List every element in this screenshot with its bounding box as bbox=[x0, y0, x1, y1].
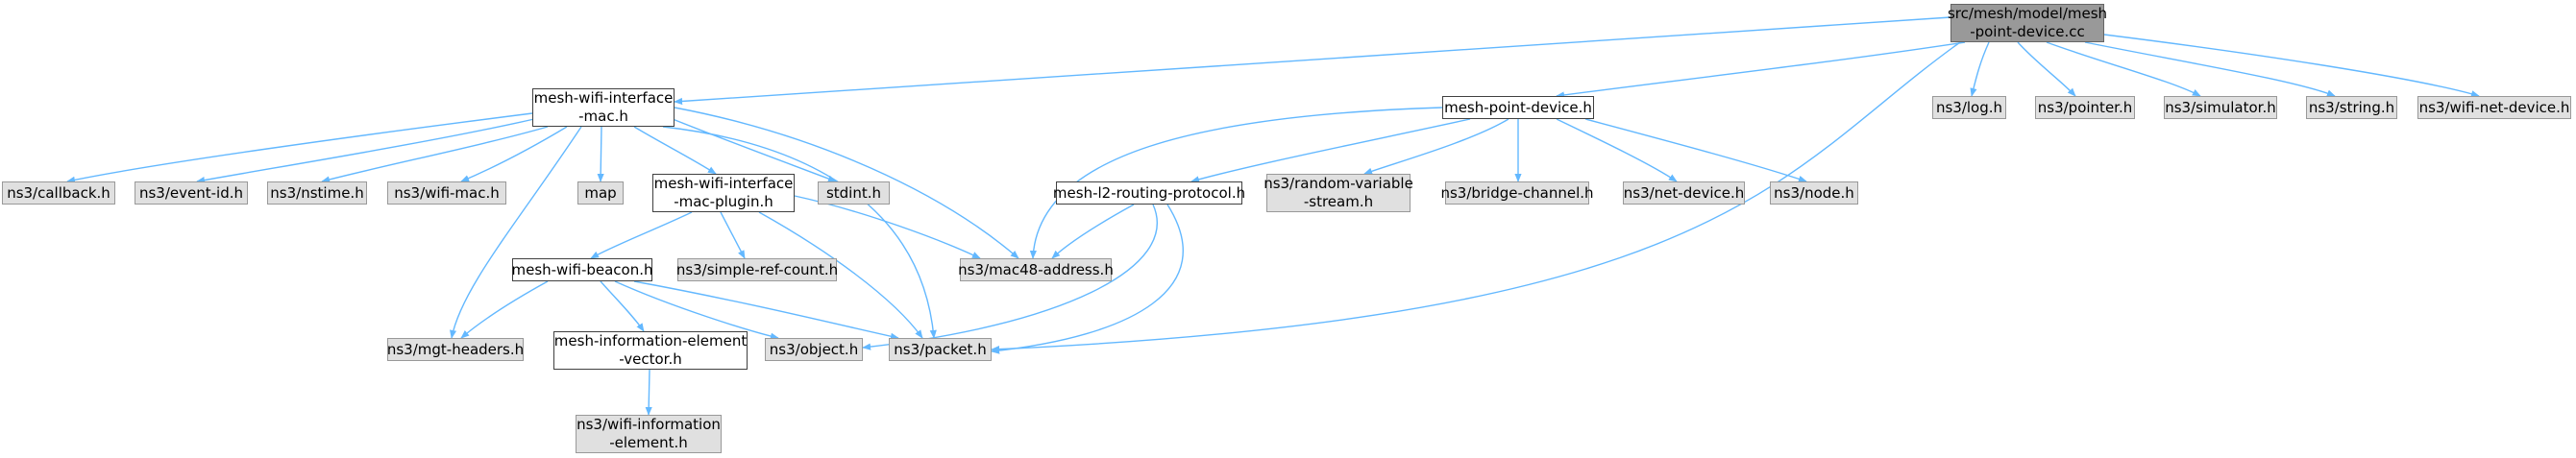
node-ns3-wifi-mac-h[interactable]: ns3/wifi-mac.h bbox=[387, 181, 506, 205]
node-ns3-nstime-h[interactable]: ns3/nstime.h bbox=[267, 181, 367, 205]
edge-mpd-to-mlrp bbox=[1190, 118, 1471, 183]
edge-root-to-mwim bbox=[674, 16, 1951, 106]
edge-plugin-to-beacon bbox=[590, 211, 693, 259]
edge-plugin-to-simpleref bbox=[720, 211, 746, 259]
node-mesh-point-device-h[interactable]: mesh-point-device.h bbox=[1442, 96, 1594, 119]
edge-beacon-to-packet bbox=[633, 280, 899, 340]
node-ns3-random-variable-stream-h[interactable]: ns3/random-variable -stream.h bbox=[1263, 174, 1413, 212]
node-ns3-event-id-h[interactable]: ns3/event-id.h bbox=[135, 181, 248, 205]
node-mesh-l2-routing-protocol-h[interactable]: mesh-l2-routing-protocol.h bbox=[1053, 181, 1245, 205]
edge-mlrp-to-object bbox=[862, 204, 1158, 350]
edge-mwim-to-callback bbox=[66, 112, 533, 183]
edge-plugin-to-packet bbox=[758, 211, 923, 339]
edge-mwim-to-wifimac bbox=[460, 126, 568, 182]
edge-beacon-to-mgt bbox=[460, 280, 549, 339]
node-ns3-net-device-h[interactable]: ns3/net-device.h bbox=[1623, 181, 1745, 205]
node-ns3-simulator-h[interactable]: ns3/simulator.h bbox=[2164, 96, 2277, 119]
edge-mwim-to-plugin bbox=[633, 126, 717, 175]
edge-root-to-string bbox=[2084, 41, 2336, 97]
edge-mpd-to-rvs bbox=[1363, 118, 1509, 175]
node-mesh-wifi-interface-mac-h[interactable]: mesh-wifi-interface -mac.h bbox=[532, 88, 675, 127]
edge-beacon-to-object bbox=[614, 280, 779, 340]
node-mesh-wifi-beacon-h[interactable]: mesh-wifi-beacon.h bbox=[511, 258, 653, 281]
edge-miev-to-wie bbox=[645, 369, 652, 416]
edge-plugin-to-mac48 bbox=[794, 195, 981, 259]
edge-mwim-to-eventid bbox=[196, 118, 535, 184]
node-mesh-point-device-cc[interactable]: src/mesh/model/mesh -point-device.cc bbox=[1947, 4, 2108, 42]
edge-mpd-to-mac48 bbox=[1029, 107, 1443, 259]
edge-mpd-to-netdev bbox=[1556, 118, 1678, 182]
node-map[interactable]: map bbox=[577, 181, 624, 205]
edge-mlrp-to-packet bbox=[991, 204, 1184, 354]
edge-root-to-pointer bbox=[2017, 41, 2076, 97]
node-ns3-string-h[interactable]: ns3/string.h bbox=[2306, 96, 2397, 119]
node-ns3-packet-h[interactable]: ns3/packet.h bbox=[889, 338, 992, 361]
edge-mwim-to-mgt bbox=[450, 126, 582, 339]
edge-beacon-to-miev bbox=[600, 280, 645, 332]
edge-mwim-to-stdint bbox=[672, 118, 837, 182]
edge-mpd-to-node bbox=[1584, 118, 1807, 182]
node-ns3-wifi-net-device-h[interactable]: ns3/wifi-net-device.h bbox=[2417, 96, 2571, 119]
node-ns3-object-h[interactable]: ns3/object.h bbox=[765, 338, 863, 361]
node-ns3-mac48-address-h[interactable]: ns3/mac48-address.h bbox=[958, 258, 1114, 281]
node-ns3-wifi-information-element-h[interactable]: ns3/wifi-information -element.h bbox=[576, 415, 722, 453]
node-ns3-log-h[interactable]: ns3/log.h bbox=[1932, 96, 2006, 119]
edge-mwim-to-mac48 bbox=[674, 107, 1019, 259]
node-ns3-node-h[interactable]: ns3/node.h bbox=[1770, 181, 1858, 205]
node-stdint-h[interactable]: stdint.h bbox=[818, 181, 890, 205]
edge-root-to-log bbox=[1970, 41, 1990, 97]
node-ns3-bridge-channel-h[interactable]: ns3/bridge-channel.h bbox=[1440, 181, 1594, 205]
edge-mwim-to-nstime bbox=[321, 126, 549, 183]
edge-root-to-wnd bbox=[2103, 34, 2480, 98]
node-ns3-simple-ref-count-h[interactable]: ns3/simple-ref-count.h bbox=[676, 258, 838, 281]
edge-mlrp-to-mac48 bbox=[1051, 204, 1135, 259]
node-ns3-mgt-headers-h[interactable]: ns3/mgt-headers.h bbox=[387, 338, 524, 361]
edge-root-to-mpd bbox=[1556, 41, 1966, 99]
edge-root-to-simulator bbox=[2046, 41, 2201, 97]
node-ns3-pointer-h[interactable]: ns3/pointer.h bbox=[2035, 96, 2135, 119]
node-mesh-information-element-vector-h[interactable]: mesh-information-element -vector.h bbox=[553, 331, 748, 370]
node-mesh-wifi-interface-mac-plugin-h[interactable]: mesh-wifi-interface -mac-plugin.h bbox=[652, 174, 795, 212]
edge-root-to-packet bbox=[991, 41, 1961, 353]
node-ns3-callback-h[interactable]: ns3/callback.h bbox=[2, 181, 115, 205]
